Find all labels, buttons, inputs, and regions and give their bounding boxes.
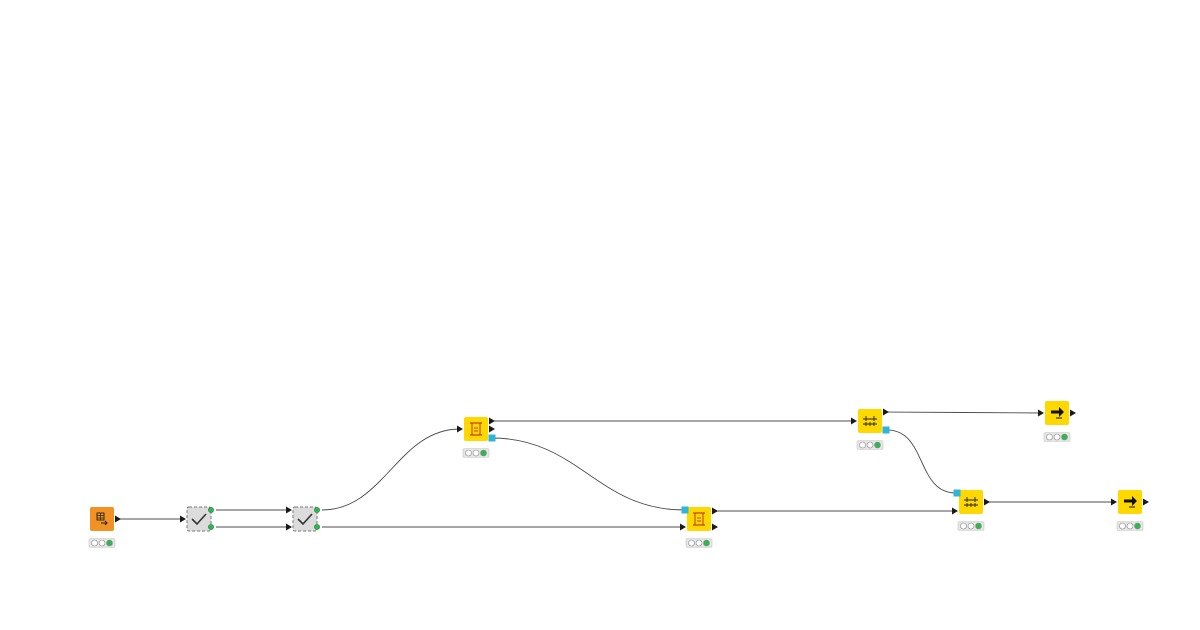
model-output-port[interactable] bbox=[882, 426, 890, 434]
model-input-port[interactable] bbox=[681, 506, 689, 514]
connections-layer bbox=[117, 411, 1115, 528]
output-port[interactable] bbox=[984, 498, 990, 506]
node-status-indicator bbox=[462, 448, 490, 458]
flow-variable-port[interactable] bbox=[314, 507, 320, 513]
status-light-green bbox=[106, 539, 113, 547]
output-port[interactable] bbox=[1143, 498, 1149, 506]
status-light-yellow bbox=[1053, 433, 1061, 441]
connection-edge[interactable] bbox=[321, 428, 461, 511]
checkmark-icon bbox=[297, 513, 313, 526]
output-port[interactable] bbox=[489, 417, 495, 425]
status-light-yellow bbox=[866, 441, 874, 449]
node-status-indicator bbox=[88, 538, 116, 548]
node-body[interactable] bbox=[292, 506, 318, 532]
input-port[interactable] bbox=[457, 425, 463, 433]
status-light-red bbox=[1046, 433, 1053, 441]
workflow-node-source[interactable] bbox=[88, 507, 121, 548]
connection-edge[interactable] bbox=[491, 437, 685, 511]
node-body[interactable] bbox=[90, 507, 114, 531]
model-input-port[interactable] bbox=[953, 489, 961, 497]
status-light-green bbox=[1134, 522, 1141, 530]
status-light-red bbox=[91, 539, 98, 547]
workflow-node-manipulator[interactable] bbox=[680, 506, 718, 548]
input-port[interactable] bbox=[1038, 409, 1044, 417]
model-output-port[interactable] bbox=[488, 434, 496, 442]
node-status-indicator bbox=[856, 440, 884, 450]
arrow-right-icon bbox=[1051, 407, 1064, 419]
status-light-yellow bbox=[472, 449, 480, 457]
input-port[interactable] bbox=[851, 417, 857, 425]
status-light-red bbox=[859, 441, 866, 449]
status-light-red bbox=[688, 539, 695, 547]
node-body[interactable] bbox=[858, 409, 882, 433]
node-status-indicator bbox=[1043, 432, 1071, 442]
node-status-indicator bbox=[1116, 521, 1144, 531]
transform-icon bbox=[693, 512, 705, 526]
arrow-right-icon bbox=[1124, 496, 1137, 508]
node-body[interactable] bbox=[959, 490, 983, 514]
workflow-node-manipulator[interactable] bbox=[952, 489, 990, 531]
input-port[interactable] bbox=[952, 507, 958, 515]
transform-icon bbox=[470, 422, 482, 436]
input-port[interactable] bbox=[286, 523, 292, 531]
status-light-yellow bbox=[1126, 522, 1134, 530]
flow-variable-port[interactable] bbox=[208, 524, 214, 530]
table-creator-icon bbox=[96, 512, 108, 526]
splitter-icon bbox=[964, 497, 978, 507]
status-light-red bbox=[465, 449, 472, 457]
workflow-node-manipulator[interactable] bbox=[457, 417, 496, 458]
node-body[interactable] bbox=[464, 417, 488, 441]
node-body[interactable] bbox=[687, 507, 711, 531]
workflow-node-metanode[interactable] bbox=[286, 506, 320, 532]
nodes-layer bbox=[88, 401, 1149, 548]
status-light-green bbox=[480, 449, 487, 457]
output-port[interactable] bbox=[489, 425, 495, 433]
workflow-node-manipulator[interactable] bbox=[1038, 401, 1076, 442]
connection-edge[interactable] bbox=[886, 411, 1043, 414]
workflow-node-manipulator[interactable] bbox=[1111, 490, 1149, 531]
status-light-yellow bbox=[98, 539, 106, 547]
node-status-indicator bbox=[685, 538, 713, 548]
flow-variable-port[interactable] bbox=[314, 524, 320, 530]
node-status-indicator bbox=[957, 521, 985, 531]
status-light-green bbox=[874, 441, 881, 449]
workflow-node-manipulator[interactable] bbox=[851, 408, 890, 450]
output-port[interactable] bbox=[712, 507, 718, 515]
input-port[interactable] bbox=[680, 523, 686, 531]
input-port[interactable] bbox=[1111, 498, 1117, 506]
status-light-green bbox=[1061, 433, 1068, 441]
status-light-green bbox=[703, 539, 710, 547]
status-light-yellow bbox=[695, 539, 703, 547]
status-light-yellow bbox=[967, 522, 975, 530]
connection-edge[interactable] bbox=[886, 429, 957, 494]
output-port[interactable] bbox=[883, 408, 889, 416]
input-port[interactable] bbox=[286, 506, 292, 514]
status-light-red bbox=[1119, 522, 1126, 530]
status-light-green bbox=[975, 522, 982, 530]
output-port[interactable] bbox=[115, 515, 121, 523]
splitter-icon bbox=[863, 416, 877, 426]
checkmark-icon bbox=[191, 513, 207, 526]
output-port[interactable] bbox=[1070, 409, 1076, 417]
output-port[interactable] bbox=[712, 523, 718, 531]
status-light-red bbox=[960, 522, 967, 530]
workflow-node-metanode[interactable] bbox=[180, 506, 214, 532]
input-port[interactable] bbox=[180, 515, 186, 523]
flow-variable-port[interactable] bbox=[208, 507, 214, 513]
node-body[interactable] bbox=[186, 506, 212, 532]
